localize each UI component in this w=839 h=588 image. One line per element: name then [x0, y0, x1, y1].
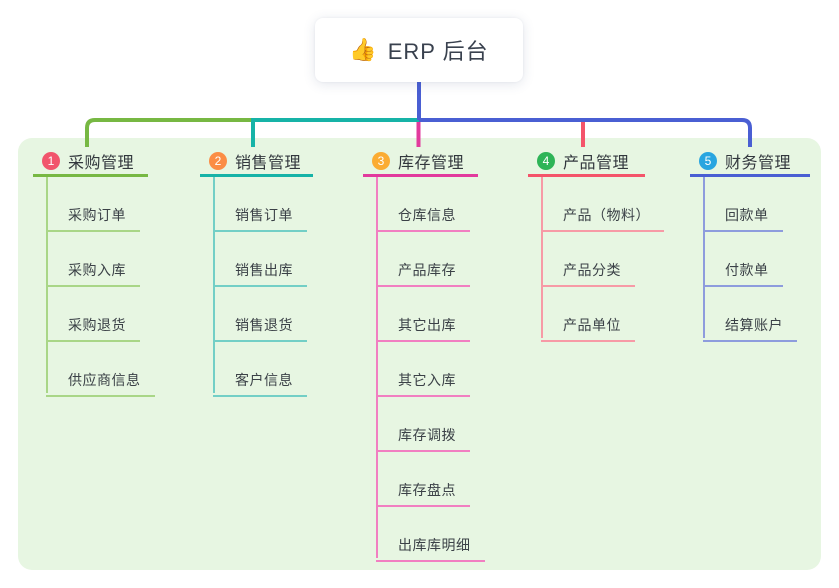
branch: 5 财务管理 回款单付款单结算账户	[690, 148, 810, 342]
branch: 1 采购管理 采购订单采购入库采购退货供应商信息	[33, 148, 155, 397]
sub-topic[interactable]: 产品单位	[541, 287, 635, 342]
sub-topic[interactable]: 结算账户	[703, 287, 797, 342]
sub-topic[interactable]: 采购退货	[46, 287, 140, 342]
sub-topic[interactable]: 仓库信息	[376, 177, 470, 232]
branch-header[interactable]: 5 财务管理	[690, 148, 810, 177]
branch-header[interactable]: 4 产品管理	[528, 148, 645, 177]
branch-children: 仓库信息产品库存其它出库其它入库库存调拨库存盘点出库库明细	[363, 177, 485, 562]
sub-topic[interactable]: 销售出库	[213, 232, 307, 287]
branch-tree-line	[703, 177, 705, 338]
branch-tree-line	[376, 177, 378, 558]
sub-topic[interactable]: 产品（物料）	[541, 177, 664, 232]
branch-children: 产品（物料）产品分类产品单位	[528, 177, 664, 342]
sub-topic[interactable]: 产品库存	[376, 232, 470, 287]
branch-header[interactable]: 2 销售管理	[200, 148, 313, 177]
branch-title: 财务管理	[725, 155, 792, 172]
branch-children: 采购订单采购入库采购退货供应商信息	[33, 177, 155, 397]
sub-topic[interactable]: 付款单	[703, 232, 783, 287]
branch-title: 库存管理	[398, 155, 465, 172]
branch-tree-line	[46, 177, 48, 393]
branch-number-badge: 5	[699, 152, 717, 170]
sub-topic[interactable]: 供应商信息	[46, 342, 155, 397]
branch-number-badge: 2	[209, 152, 227, 170]
sub-topic[interactable]: 采购入库	[46, 232, 140, 287]
branch-tree-line	[541, 177, 543, 338]
branch-header[interactable]: 3 库存管理	[363, 148, 478, 177]
branch-children: 销售订单销售出库销售退货客户信息	[200, 177, 313, 397]
sub-topic[interactable]: 出库库明细	[376, 507, 485, 562]
root-node[interactable]: 👍 ERP 后台	[315, 18, 523, 82]
branch-number-badge: 3	[372, 152, 390, 170]
sub-topic[interactable]: 其它出库	[376, 287, 470, 342]
branch-number-badge: 4	[537, 152, 555, 170]
thumbs-up-icon: 👍	[349, 37, 378, 62]
sub-topic[interactable]: 销售退货	[213, 287, 307, 342]
sub-topic[interactable]: 库存调拨	[376, 397, 470, 452]
sub-topic[interactable]: 客户信息	[213, 342, 307, 397]
branch-title: 采购管理	[68, 155, 135, 172]
branch-title: 产品管理	[563, 155, 630, 172]
root-title: ERP 后台	[387, 39, 489, 64]
branch: 2 销售管理 销售订单销售出库销售退货客户信息	[200, 148, 313, 397]
branch-title: 销售管理	[235, 155, 302, 172]
sub-topic[interactable]: 库存盘点	[376, 452, 470, 507]
sub-topic[interactable]: 回款单	[703, 177, 783, 232]
branch: 4 产品管理 产品（物料）产品分类产品单位	[528, 148, 664, 342]
branch: 3 库存管理 仓库信息产品库存其它出库其它入库库存调拨库存盘点出库库明细	[363, 148, 485, 562]
sub-topic[interactable]: 产品分类	[541, 232, 635, 287]
sub-topic[interactable]: 其它入库	[376, 342, 470, 397]
branch-number-badge: 1	[42, 152, 60, 170]
branch-tree-line	[213, 177, 215, 393]
sub-topic[interactable]: 销售订单	[213, 177, 307, 232]
sub-topic[interactable]: 采购订单	[46, 177, 140, 232]
branches-panel	[18, 138, 821, 570]
branch-header[interactable]: 1 采购管理	[33, 148, 148, 177]
branch-children: 回款单付款单结算账户	[690, 177, 810, 342]
